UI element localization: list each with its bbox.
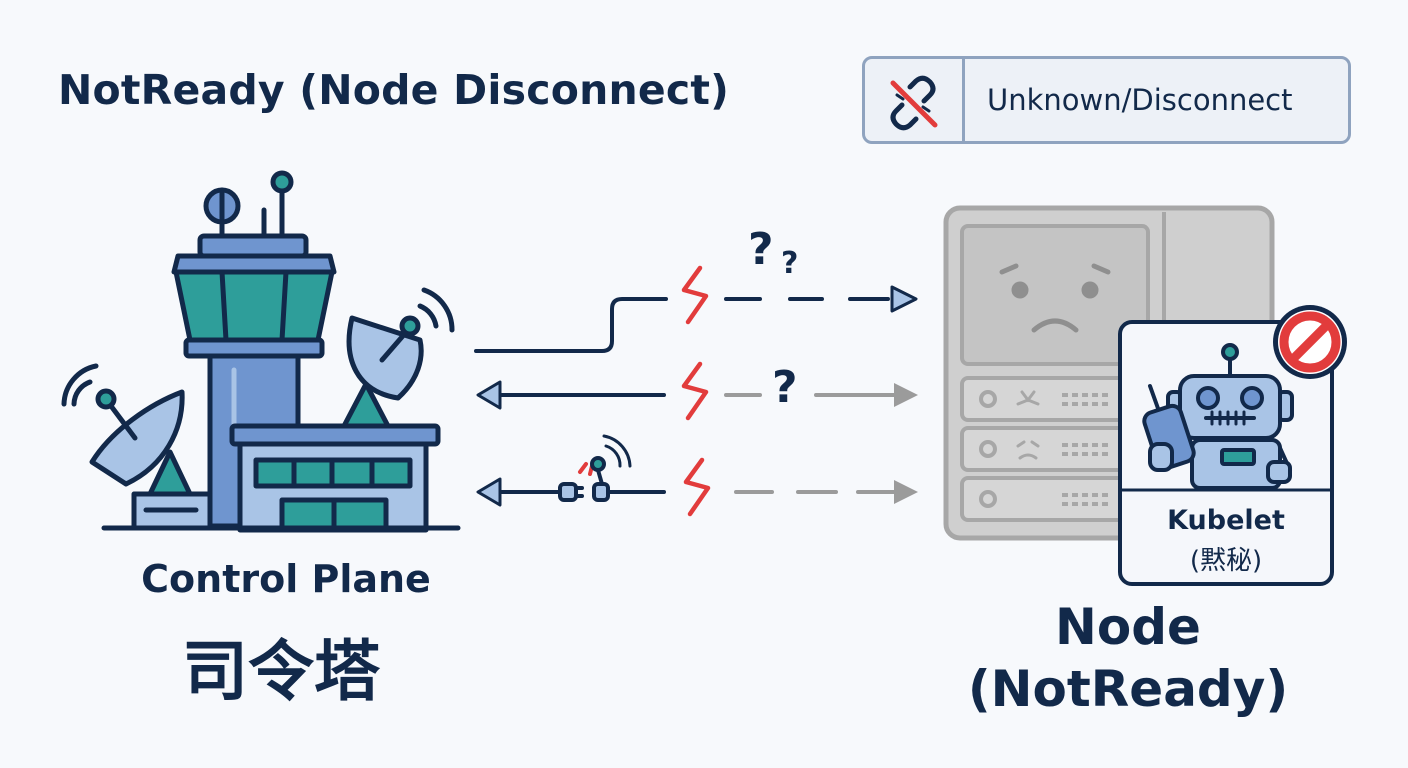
signal-break-icon-bottom xyxy=(683,457,711,517)
node-status-label: (NotReady) xyxy=(967,660,1289,718)
status-label: Unknown/Disconnect xyxy=(987,83,1293,117)
arrowhead-right-gray-icon-2 xyxy=(894,480,918,504)
status-badge-divider xyxy=(962,59,965,141)
status-badge: Unknown/Disconnect xyxy=(862,56,1351,144)
signal-break-icon-middle xyxy=(681,361,709,421)
right-satellite-dish-icon xyxy=(341,287,455,429)
arrowhead-right-icon xyxy=(890,285,918,313)
control-plane-label: Control Plane xyxy=(141,557,431,601)
left-satellite-dish-icon xyxy=(61,363,193,497)
kubelet-robot-icon xyxy=(1142,343,1294,490)
question-mark-top: ? xyxy=(748,224,774,275)
signal-break-icons xyxy=(681,265,711,517)
unplugged-cable-icon xyxy=(558,434,632,502)
sad-face-icon xyxy=(999,263,1111,333)
question-mark-top-small: ? xyxy=(781,246,799,281)
control-tower-icon xyxy=(101,170,461,533)
prohibited-icon xyxy=(1273,305,1347,379)
arrowhead-right-gray-icon xyxy=(894,383,918,407)
arrowhead-left-icon xyxy=(476,380,502,410)
outgoing-signal-line xyxy=(474,297,890,353)
arrowhead-left-icon-2 xyxy=(476,477,502,507)
page-title: NotReady (Node Disconnect) xyxy=(58,66,730,114)
node-label: Node xyxy=(1055,598,1201,656)
kubelet-note: (黙秘) xyxy=(1189,546,1263,576)
control-plane-cjk-label: 司令塔 xyxy=(182,633,380,710)
kubelet-label: Kubelet xyxy=(1167,505,1285,536)
signal-break-icon-top xyxy=(681,265,709,325)
broken-link-icon xyxy=(890,75,938,131)
question-mark-middle: ? xyxy=(772,362,798,413)
